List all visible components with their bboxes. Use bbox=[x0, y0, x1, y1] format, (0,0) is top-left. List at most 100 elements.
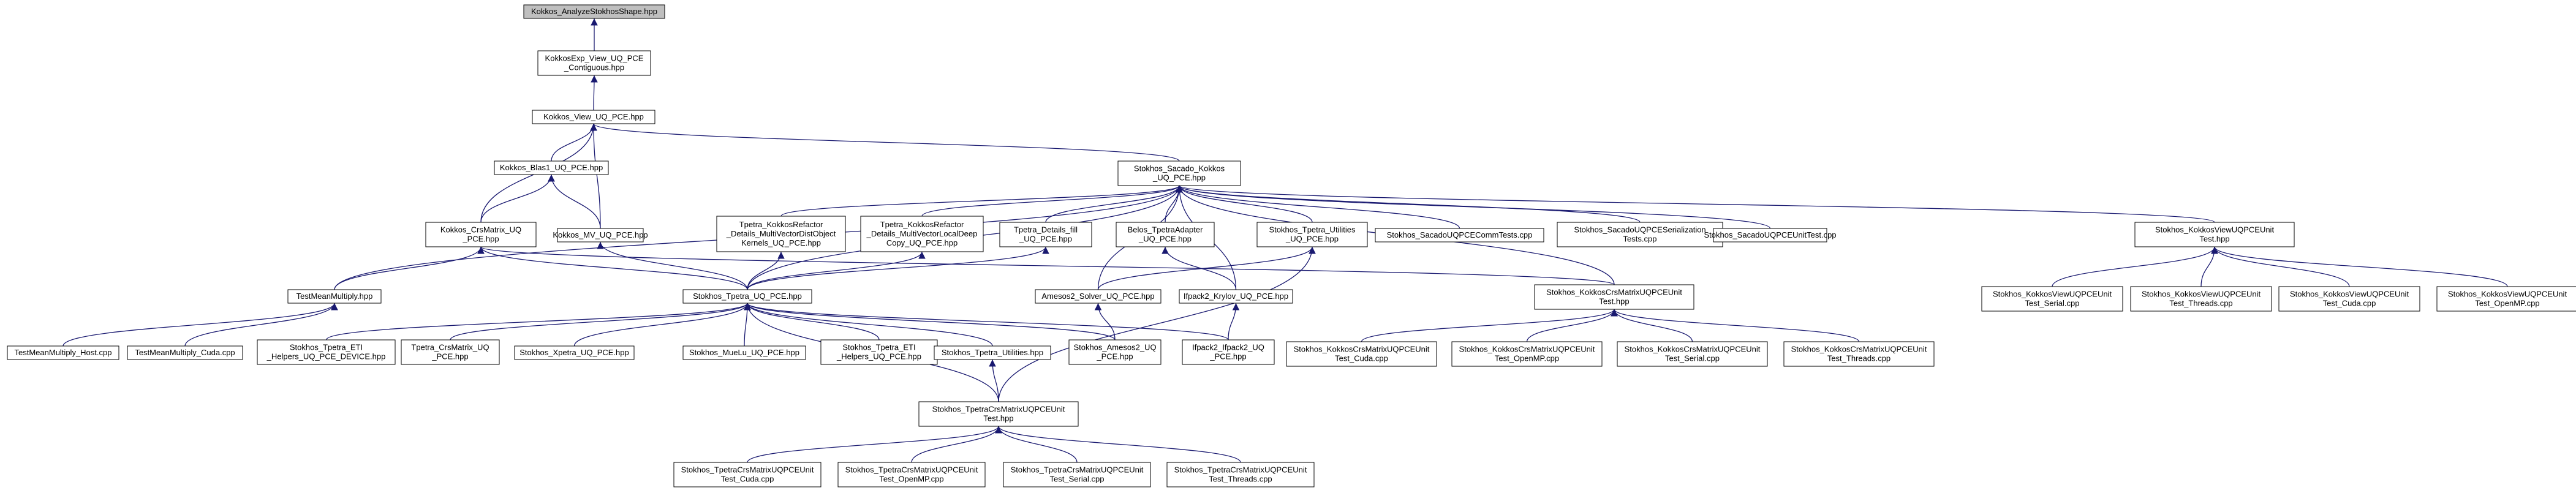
file-node[interactable]: Ifpack2_Krylov_UQ_PCE.hpp bbox=[1179, 289, 1293, 304]
file-node-label: Stokhos_KokkosCrsMatrixUQPCEUnit bbox=[1625, 345, 1761, 354]
file-node-box bbox=[532, 110, 655, 124]
file-node-box bbox=[673, 462, 822, 487]
file-node[interactable]: Stokhos_KokkosCrsMatrixUQPCEUnitTest_Ope… bbox=[1451, 341, 1603, 367]
file-node-label: Test_OpenMP.cpp bbox=[2475, 299, 2539, 308]
file-node[interactable]: Stokhos_TpetraCrsMatrixUQPCEUnitTest_Ser… bbox=[1003, 462, 1151, 487]
file-node-label: _PCE.hpp bbox=[462, 235, 499, 244]
file-nodes: Kokkos_AnalyzeStokhosShape.hppKokkosExp_… bbox=[7, 4, 2576, 487]
file-node[interactable]: Tpetra_CrsMatrix_UQ_PCE.hpp bbox=[401, 339, 500, 365]
file-node-box bbox=[1981, 286, 2123, 312]
file-node[interactable]: Stokhos_Tpetra_ETI_Helpers_UQ_PCE_DEVICE… bbox=[257, 339, 396, 365]
file-node[interactable]: Ifpack2_Ifpack2_UQ_PCE.hpp bbox=[1182, 339, 1275, 365]
file-node-box bbox=[401, 339, 500, 365]
file-node-box bbox=[1451, 341, 1603, 367]
file-node[interactable]: Stokhos_TpetraCrsMatrixUQPCEUnitTest_Thr… bbox=[1166, 462, 1315, 487]
dependency-edge bbox=[573, 303, 751, 347]
dependency-edge bbox=[2200, 246, 2218, 287]
file-node-label: Kernels_UQ_PCE.hpp bbox=[741, 238, 821, 247]
file-node[interactable]: Stokhos_KokkosViewUQPCEUnitTest_Serial.c… bbox=[1981, 286, 2123, 312]
dependency-edge bbox=[184, 303, 338, 347]
dependency-edge bbox=[911, 426, 1002, 463]
file-node-label: Ifpack2_Krylov_UQ_PCE.hpp bbox=[1184, 292, 1288, 301]
dependency-edge bbox=[995, 426, 1078, 463]
dependency-edge bbox=[590, 123, 601, 229]
file-node[interactable]: Stokhos_Xpetra_UQ_PCE.hpp bbox=[514, 345, 635, 360]
file-node-box bbox=[425, 222, 537, 247]
file-node-label: Test_Cuda.cpp bbox=[1335, 354, 1388, 363]
file-node[interactable]: Tpetra_KokkosRefactor_Details_MultiVecto… bbox=[716, 216, 846, 252]
dependency-edge bbox=[450, 303, 751, 341]
file-node[interactable]: Stokhos_KokkosViewUQPCEUnitTest_OpenMP.c… bbox=[2436, 286, 2576, 312]
file-node[interactable]: TestMeanMultiply_Cuda.cpp bbox=[127, 345, 243, 360]
file-node[interactable]: KokkosExp_View_UQ_PCE_Contiguous.hpp bbox=[537, 50, 651, 76]
dependency-edge bbox=[744, 303, 880, 341]
file-node-label: Stokhos_TpetraCrsMatrixUQPCEUnit bbox=[845, 465, 978, 475]
file-node-box bbox=[2278, 286, 2420, 312]
file-node-box bbox=[918, 401, 1079, 427]
file-node-label: Stokhos_TpetraCrsMatrixUQPCEUnit bbox=[1174, 465, 1307, 475]
file-node-box bbox=[1166, 462, 1315, 487]
file-node-label: Tests.cpp bbox=[1623, 235, 1657, 244]
file-node[interactable]: TestMeanMultiply_Host.cpp bbox=[7, 345, 119, 360]
file-node[interactable]: Stokhos_SacadoUQPCECommTests.cpp bbox=[1375, 228, 1544, 243]
file-node-label: Stokhos_Tpetra_Utilities.hpp bbox=[942, 348, 1043, 357]
file-node[interactable]: Stokhos_KokkosCrsMatrixUQPCEUnitTest_Thr… bbox=[1783, 341, 1935, 367]
file-node[interactable]: Kokkos_View_UQ_PCE.hpp bbox=[532, 110, 655, 124]
file-node-box bbox=[1116, 222, 1215, 247]
file-node[interactable]: Stokhos_SacadoUQPCESerializationTests.cp… bbox=[1557, 222, 1723, 247]
dependency-edge bbox=[1228, 303, 1240, 341]
file-node-label: Tpetra_Details_fill bbox=[1014, 225, 1078, 235]
file-node-label: Tpetra_KokkosRefactor bbox=[739, 220, 823, 229]
file-node[interactable]: Stokhos_KokkosCrsMatrixUQPCEUnitTest_Ser… bbox=[1617, 341, 1768, 367]
file-node[interactable]: Tpetra_KokkosRefactor_Details_MultiVecto… bbox=[860, 216, 984, 252]
file-node[interactable]: Stokhos_Tpetra_Utilities.hpp bbox=[934, 345, 1051, 360]
file-node[interactable]: Tpetra_Details_fill_UQ_PCE.hpp bbox=[999, 222, 1092, 247]
file-node[interactable]: Kokkos_Blas1_UQ_PCE.hpp bbox=[494, 160, 609, 175]
file-node[interactable]: Stokhos_MueLu_UQ_PCE.hpp bbox=[682, 345, 806, 360]
file-node-box bbox=[1286, 341, 1437, 367]
file-node[interactable]: Stokhos_Sacado_Kokkos_UQ_PCE.hpp bbox=[1117, 160, 1241, 186]
file-node-label: Stokhos_TpetraCrsMatrixUQPCEUnit bbox=[1011, 465, 1144, 475]
file-node[interactable]: Stokhos_SacadoUQPCEUnitTest.cpp bbox=[1704, 228, 1837, 243]
file-node-label: Stokhos_Sacado_Kokkos bbox=[1134, 164, 1225, 173]
file-node-label: TestMeanMultiply.hpp bbox=[297, 292, 373, 301]
dependency-edge bbox=[325, 303, 751, 341]
file-node-label: Stokhos_SacadoUQPCECommTests.cpp bbox=[1387, 230, 1533, 239]
file-node-label: _PCE.hpp bbox=[431, 352, 468, 361]
file-node-box bbox=[557, 228, 644, 243]
file-node-label: Test_Threads.cpp bbox=[1827, 354, 1890, 363]
file-node[interactable]: Stokhos_Tpetra_ETI_Helpers_UQ_PCE.hpp bbox=[820, 339, 938, 365]
file-node-box bbox=[1713, 228, 1827, 243]
file-node[interactable]: TestMeanMultiply.hpp bbox=[287, 289, 382, 304]
file-node-label: TestMeanMultiply_Host.cpp bbox=[15, 348, 112, 357]
dependency-edge bbox=[921, 185, 1183, 217]
file-node[interactable]: Stokhos_TpetraCrsMatrixUQPCEUnitTest_Ope… bbox=[837, 462, 986, 487]
file-node-box bbox=[1557, 222, 1723, 247]
dependency-edge bbox=[780, 185, 1183, 217]
file-node-box bbox=[1035, 289, 1161, 304]
file-node-box bbox=[1003, 462, 1151, 487]
file-node-label: Test_OpenMP.cpp bbox=[879, 475, 943, 484]
file-node-box bbox=[2130, 286, 2272, 312]
file-node[interactable]: Stokhos_Amesos2_UQ_PCE.hpp bbox=[1068, 339, 1161, 365]
file-node-box bbox=[494, 160, 609, 175]
dependency-edge bbox=[747, 251, 785, 290]
file-node[interactable]: Stokhos_KokkosCrsMatrixUQPCEUnitTest_Cud… bbox=[1286, 341, 1437, 367]
file-node-box bbox=[682, 289, 812, 304]
file-node-label: Test_Serial.cpp bbox=[1665, 354, 1720, 363]
file-node[interactable]: Amesos2_Solver_UQ_PCE.hpp bbox=[1035, 289, 1161, 304]
file-node[interactable]: Kokkos_MV_UQ_PCE.hpp bbox=[553, 228, 648, 243]
file-node[interactable]: Stokhos_Tpetra_UQ_PCE.hpp bbox=[682, 289, 812, 304]
file-node[interactable]: Kokkos_CrsMatrix_UQ_PCE.hpp bbox=[425, 222, 537, 247]
file-node[interactable]: Stokhos_KokkosViewUQPCEUnitTest_Threads.… bbox=[2130, 286, 2272, 312]
file-node-label: Stokhos_SacadoUQPCEUnitTest.cpp bbox=[1704, 230, 1836, 239]
file-node[interactable]: Belos_TpetraAdapter_UQ_PCE.hpp bbox=[1116, 222, 1215, 247]
file-node-box bbox=[7, 345, 119, 360]
file-node-label: Kokkos_Blas1_UQ_PCE.hpp bbox=[500, 163, 603, 172]
file-node[interactable]: Stokhos_Tpetra_Utilities_UQ_PCE.hpp bbox=[1256, 222, 1368, 247]
file-node[interactable]: Stokhos_TpetraCrsMatrixUQPCEUnitTest_Cud… bbox=[673, 462, 822, 487]
